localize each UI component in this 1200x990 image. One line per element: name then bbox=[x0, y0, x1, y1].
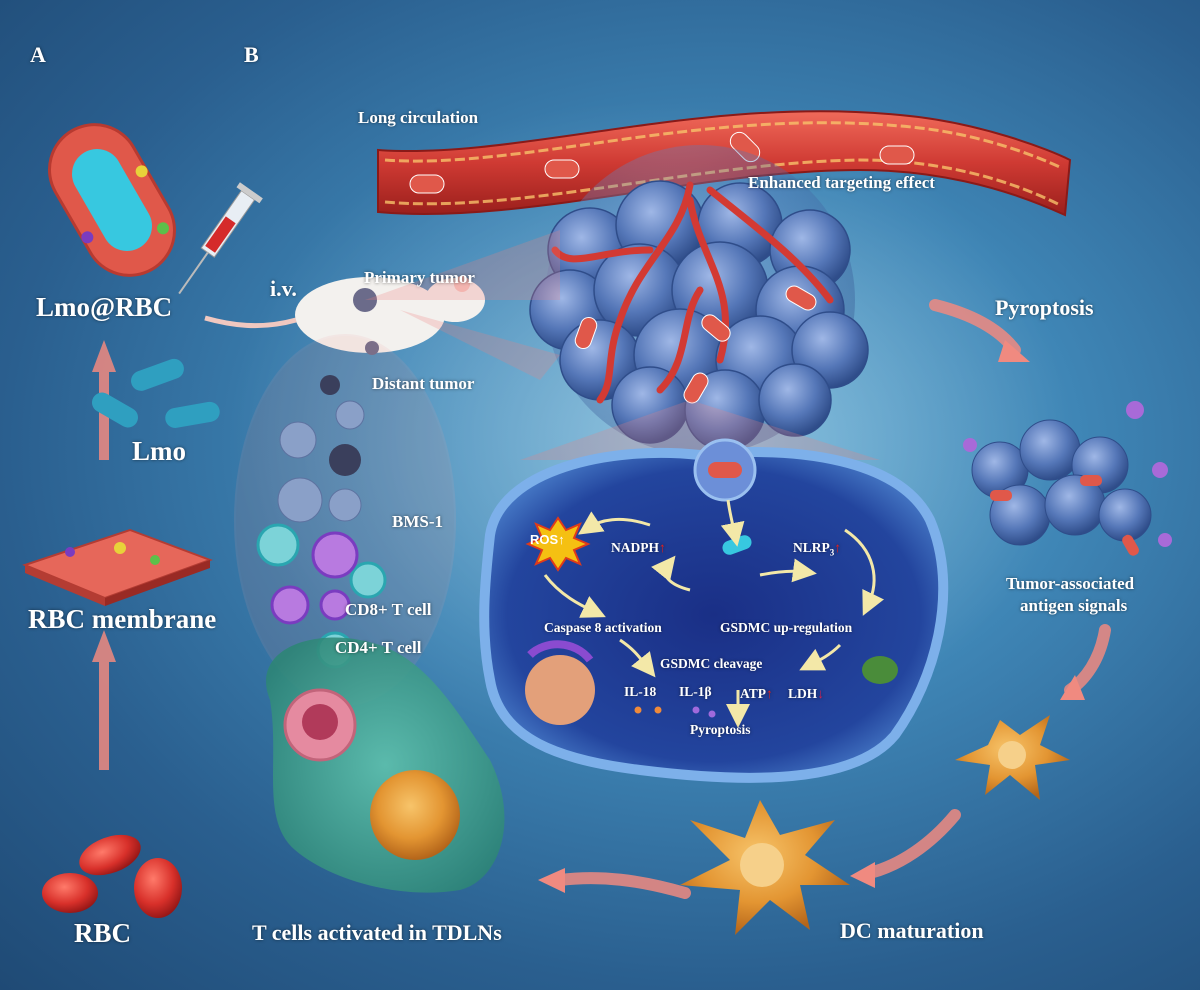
iv-label: i.v. bbox=[270, 276, 297, 301]
gsdmc-upregulation-label: GSDMC up-regulation bbox=[720, 620, 853, 635]
dendritic-cell-mature bbox=[680, 800, 850, 935]
caspase8-label: Caspase 8 activation bbox=[544, 620, 662, 635]
primary-tumor bbox=[529, 145, 869, 455]
cd8-label: CD8+ T cell bbox=[345, 600, 432, 619]
primary-tumor-label: Primary tumor bbox=[364, 268, 475, 287]
rbc-membrane-label: RBC membrane bbox=[28, 604, 217, 634]
il18-label: IL-18 bbox=[624, 684, 657, 699]
enhanced-targeting-label: Enhanced targeting effect bbox=[748, 173, 935, 192]
nlrp3-label: NLRP3↑ bbox=[793, 540, 841, 558]
lmo-bacteria bbox=[92, 358, 220, 428]
atp-label: ATP↑ bbox=[740, 686, 773, 701]
tumor-cell-interior bbox=[479, 438, 949, 783]
ros-label: ROS↑ bbox=[530, 532, 565, 547]
antigen-label-line1: Tumor-associated bbox=[1006, 574, 1135, 593]
syringe-icon bbox=[178, 182, 263, 295]
mouse-icon bbox=[204, 276, 485, 355]
lmo-label: Lmo bbox=[132, 436, 186, 466]
immune-cells-region bbox=[234, 334, 456, 706]
cell-pyroptosis-label: Pyroptosis bbox=[690, 722, 751, 737]
rbc-membrane-sheet bbox=[22, 528, 213, 606]
distant-tumor-label: Distant tumor bbox=[372, 374, 475, 393]
pyroptosis-label: Pyroptosis bbox=[995, 295, 1094, 320]
dendritic-cell-immature bbox=[955, 715, 1070, 800]
rbc-label: RBC bbox=[74, 918, 132, 948]
lmo-rbc-label: Lmo@RBC bbox=[36, 292, 173, 322]
process-arrowheads bbox=[538, 340, 1085, 893]
red-blood-cells bbox=[42, 834, 182, 918]
ros-burst-icon bbox=[525, 516, 591, 572]
connector-beams bbox=[365, 230, 880, 460]
lymph-node bbox=[266, 637, 505, 893]
cd4-label: CD4+ T cell bbox=[335, 638, 422, 657]
tdln-label: T cells activated in TDLNs bbox=[252, 920, 502, 945]
dc-maturation-label: DC maturation bbox=[840, 918, 984, 943]
long-circulation-label: Long circulation bbox=[358, 108, 479, 127]
nadph-label: NADPH↑ bbox=[611, 540, 666, 555]
il1b-label: IL-1β bbox=[679, 684, 712, 699]
panel-a-label: A bbox=[30, 42, 46, 67]
bms1-label: BMS-1 bbox=[392, 512, 443, 531]
panel-b-label: B bbox=[244, 42, 259, 67]
antigen-label-line2: antigen signals bbox=[1020, 596, 1128, 615]
lmo-rbc-nanoparticle bbox=[48, 123, 176, 277]
gsdmc-cleavage-label: GSDMC cleavage bbox=[660, 656, 763, 671]
tumor-debris bbox=[963, 401, 1172, 556]
ldh-label: LDH↓ bbox=[788, 686, 825, 701]
